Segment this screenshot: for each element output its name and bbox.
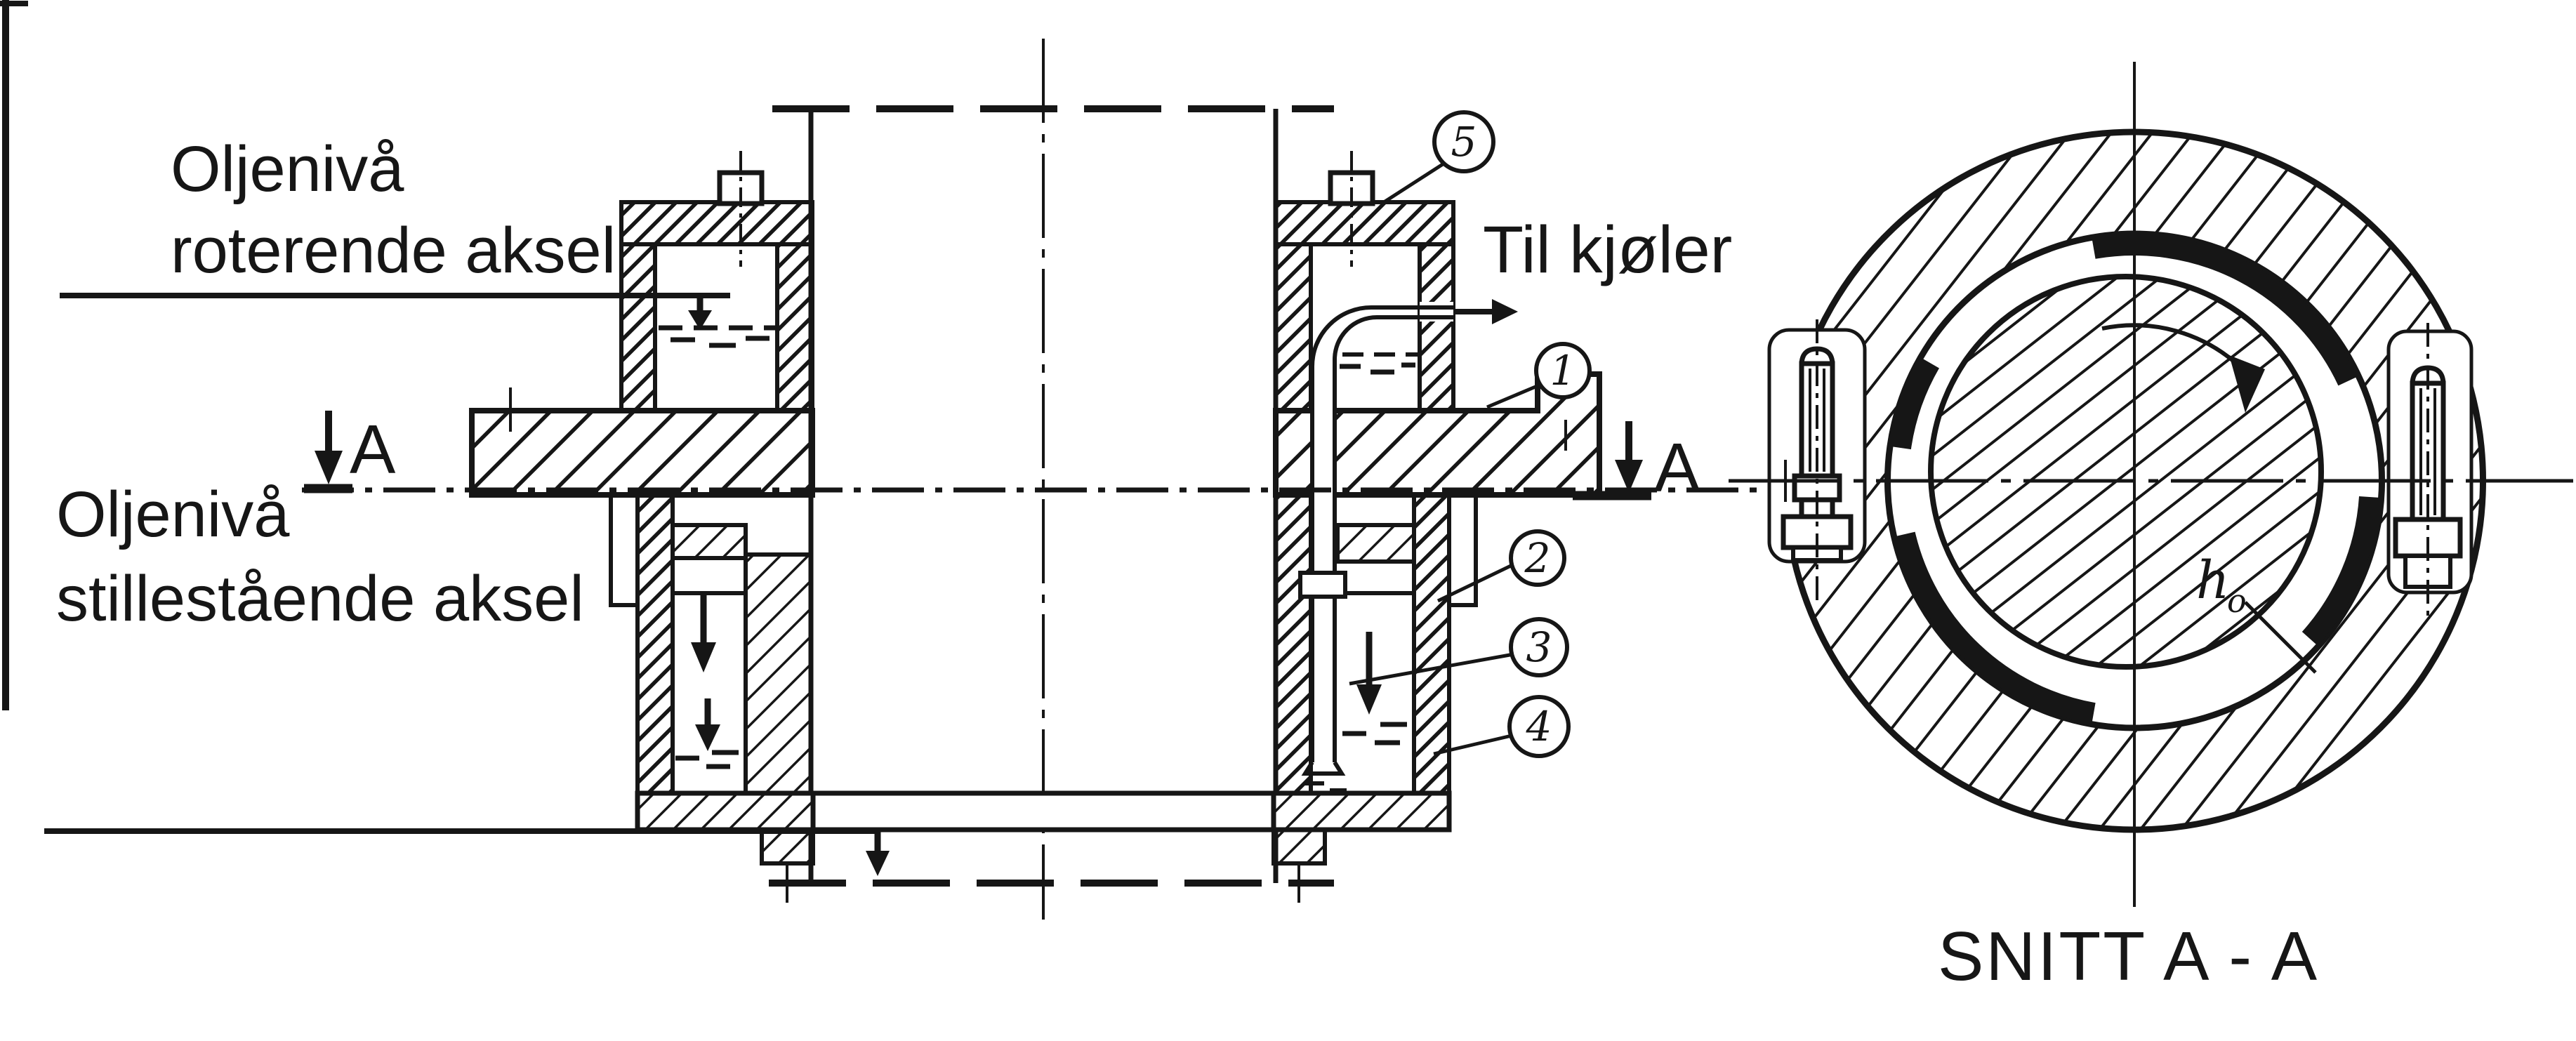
label-rotating-line1: Oljenivå bbox=[171, 133, 404, 205]
pipe-foot-dashes bbox=[1304, 781, 1347, 793]
callouts: 5 1 2 3 4 bbox=[1349, 110, 1592, 758]
oil-level-arrow-1 bbox=[691, 595, 716, 672]
right-oil-reservoir bbox=[1274, 151, 1455, 413]
label-stationary-line2: stillestående aksel bbox=[56, 563, 584, 635]
section-arrow-right bbox=[1573, 421, 1651, 500]
section-letter-left: A bbox=[350, 411, 396, 488]
foot-right bbox=[1272, 828, 1327, 866]
lower-right-housing bbox=[1274, 493, 1478, 795]
main-section-view: A A Oljenivå roterende aksel Oljenivå st… bbox=[44, 39, 1787, 920]
oil-level-labels: Oljenivå roterende aksel Oljenivå stille… bbox=[44, 133, 890, 876]
bottom-ring bbox=[635, 790, 1452, 903]
bolt-left bbox=[1767, 319, 1867, 600]
oil-surface-dashes bbox=[671, 336, 770, 348]
callout-circle-3 bbox=[1509, 617, 1569, 677]
callout-circle-5 bbox=[1432, 110, 1495, 173]
section-letter-right: A bbox=[1654, 429, 1700, 506]
oil-film-arcs bbox=[1890, 234, 2380, 724]
callout-5: 5 bbox=[1451, 118, 1477, 166]
pipe-foot bbox=[1301, 761, 1346, 776]
bearing-pad-right bbox=[1335, 523, 1416, 564]
oil-pocket-dashes-left bbox=[675, 750, 739, 769]
film-symbol: h bbox=[2196, 550, 2230, 611]
callout-4: 4 bbox=[1526, 703, 1552, 750]
to-cooler-label: Til kjøler bbox=[1483, 213, 1732, 287]
lower-left-housing bbox=[609, 493, 813, 795]
left-oil-reservoir bbox=[619, 151, 814, 413]
rotating-sleeve-right bbox=[1274, 493, 1313, 795]
callout-circle-4 bbox=[1507, 695, 1571, 758]
inner-block-left bbox=[744, 552, 813, 795]
callout-2: 2 bbox=[1524, 534, 1551, 582]
section-arrow-left bbox=[304, 411, 352, 493]
label-stationary-line1: Oljenivå bbox=[56, 479, 290, 550]
oil-pipe bbox=[1298, 299, 1518, 793]
flow-arrow bbox=[1455, 299, 1518, 324]
oil-level-arrow-2 bbox=[695, 698, 720, 751]
bearing-pad-left bbox=[671, 523, 748, 560]
rotation-arrow bbox=[2101, 323, 2265, 413]
bolt-right bbox=[2386, 323, 2473, 618]
callout-circle-1 bbox=[1534, 342, 1592, 399]
oil-pocket-dashes-right bbox=[1342, 722, 1407, 745]
callout-3: 3 bbox=[1526, 623, 1552, 671]
snitt-a-a-view: h o SNITT A - A bbox=[1729, 62, 2573, 995]
shaft bbox=[769, 39, 1334, 920]
shaft-section bbox=[1928, 274, 2324, 670]
section-line-a-a: A A bbox=[302, 411, 1787, 506]
leader-rotating bbox=[60, 293, 730, 330]
oil-drip-dashes bbox=[1340, 362, 1415, 375]
oil-level-arrow-stationary bbox=[866, 851, 890, 876]
section-caption: SNITT A - A bbox=[1938, 917, 2319, 995]
circle-centerlines bbox=[1729, 62, 2573, 907]
film-subscript: o bbox=[2227, 582, 2247, 620]
callout-1: 1 bbox=[1550, 347, 1576, 394]
callout-circle-2 bbox=[1509, 529, 1566, 587]
oil-level-arrow-right bbox=[1356, 632, 1382, 715]
label-rotating-line2: roterende aksel bbox=[171, 215, 616, 286]
foot-left bbox=[760, 828, 815, 866]
scan-border bbox=[0, 0, 28, 710]
oil-level-arrow-rotating bbox=[688, 310, 712, 330]
min-film-label: h o bbox=[2196, 550, 2317, 674]
pipe-union-nut bbox=[1298, 571, 1347, 599]
leader-stationary bbox=[44, 828, 890, 876]
